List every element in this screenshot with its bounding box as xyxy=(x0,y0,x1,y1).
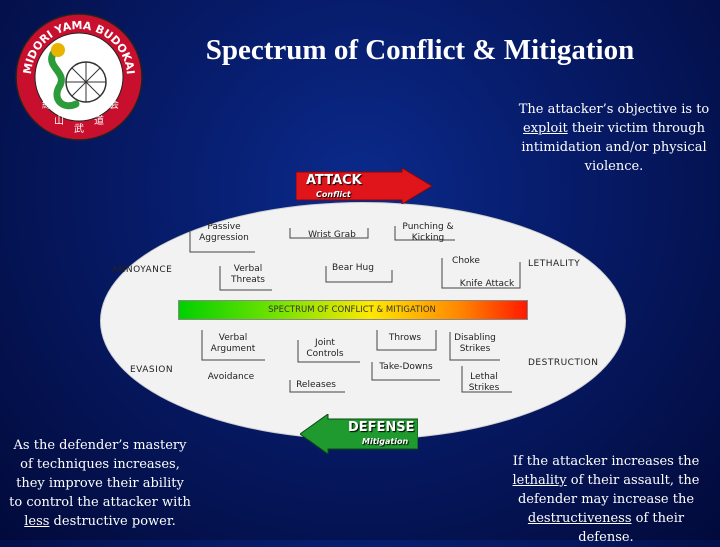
midori-yama-budokai-logo: MIDORI YAMA BUDOKAI 緑 山 武 道 会 xyxy=(15,13,143,141)
defender-mastery-note: As the defender’s mastery of techniques … xyxy=(9,438,191,529)
svg-text:道: 道 xyxy=(94,114,104,127)
releases-label: Releases xyxy=(296,380,336,390)
defense-sublabel: Mitigation xyxy=(362,437,409,446)
bear-hug-label: Bear Hug xyxy=(332,263,374,273)
svg-text:山: 山 xyxy=(54,115,64,127)
lethality-note: If the attacker increases the lethality … xyxy=(512,454,700,545)
lethality-label: LETHALITY xyxy=(528,259,581,269)
defense-label: DEFENSE xyxy=(348,420,415,435)
attack-arrow xyxy=(296,168,432,204)
svg-text:会: 会 xyxy=(109,98,119,111)
svg-text:緑: 緑 xyxy=(42,98,52,111)
attack-sublabel: Conflict xyxy=(316,190,351,199)
punching-kicking-label: Punching &Kicking xyxy=(402,222,454,243)
attack-label: ATTACK xyxy=(306,173,362,188)
svg-text:武: 武 xyxy=(74,122,84,135)
wrist-grab-label: Wrist Grab xyxy=(308,230,356,240)
knife-attack-label: Knife Attack xyxy=(459,279,515,289)
avoidance-label: Avoidance xyxy=(207,372,255,382)
throws-label: Throws xyxy=(388,333,422,343)
defense-arrow xyxy=(300,414,418,454)
spectrum-gradient-bar xyxy=(178,300,528,320)
page-title: Spectrum of Conflict & Mitigation xyxy=(205,34,635,66)
destruction-label: DESTRUCTION xyxy=(528,358,599,368)
attacker-objective-note: The attacker’s objective is to exploit t… xyxy=(518,102,710,174)
spectrum-label: SPECTRUM OF CONFLICT & MITIGATION xyxy=(268,305,436,315)
take-downs-label: Take-Downs xyxy=(379,362,433,372)
annoyance-label: ANNOYANCE xyxy=(112,265,173,275)
spectrum-oval xyxy=(100,202,626,440)
choke-label: Choke xyxy=(452,256,480,266)
evasion-label: EVASION xyxy=(130,365,174,375)
